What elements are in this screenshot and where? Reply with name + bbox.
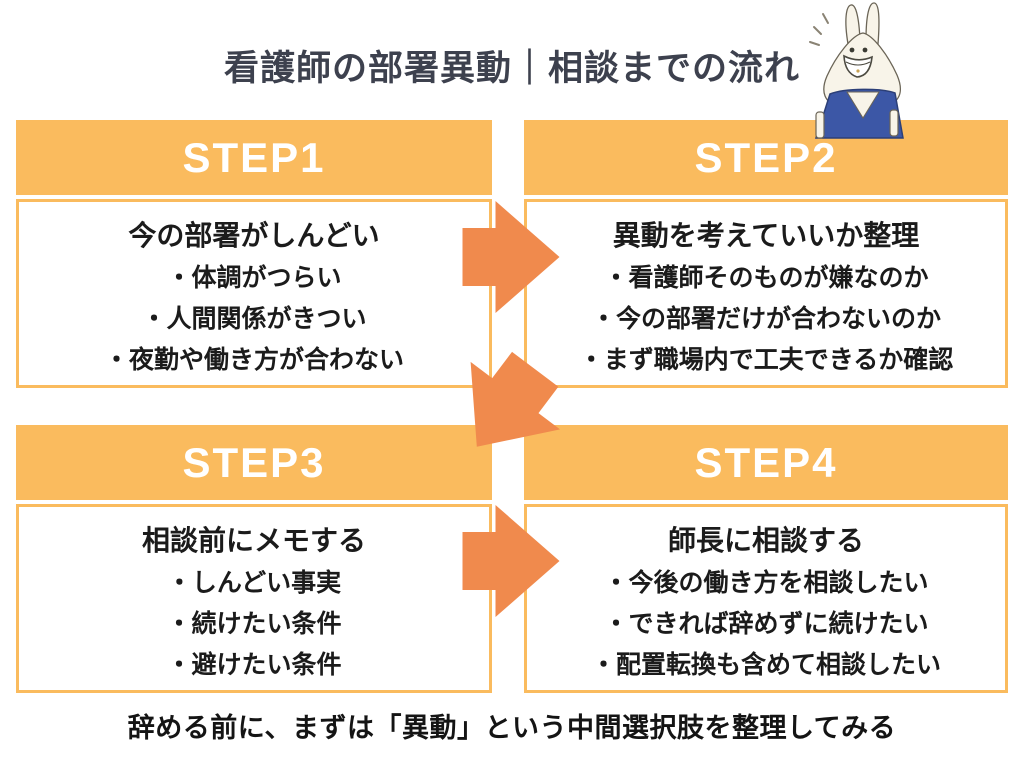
arrow-step3-to-step4-icon bbox=[462, 505, 560, 617]
step4-box: STEP4 師長に相談する ・今後の働き方を相談したい ・できれば辞めずに続けた… bbox=[524, 425, 1008, 693]
step3-box: STEP3 相談前にメモする ・しんどい事実 ・続けたい条件 ・避けたい条件 bbox=[16, 425, 492, 693]
footer-note: 辞める前に、まずは「異動」という中間選択肢を整理してみる bbox=[127, 713, 897, 743]
arrow-step1-to-step2-icon bbox=[462, 201, 560, 313]
step1-body: 今の部署がしんどい ・体調がつらい ・人間関係がきつい ・夜勤や働き方が合わない bbox=[16, 199, 492, 388]
page-title: 看護師の部署異動｜相談までの流れ bbox=[223, 49, 800, 88]
step2-box: STEP2 異動を考えていいか整理 ・看護師そのものが嫌なのか ・今の部署だけが… bbox=[524, 120, 1008, 388]
step2-label: STEP2 bbox=[694, 133, 838, 181]
step3-bullet-3: ・避けたい条件 bbox=[166, 651, 342, 679]
step2-header: STEP2 bbox=[524, 120, 1008, 195]
arrow-step2-to-step3-icon bbox=[436, 338, 576, 478]
step4-label: STEP4 bbox=[694, 438, 838, 486]
step3-bullet-2: ・続けたい条件 bbox=[166, 610, 342, 638]
step2-body: 異動を考えていいか整理 ・看護師そのものが嫌なのか ・今の部署だけが合わないのか… bbox=[524, 199, 1008, 388]
step4-bullet-2: ・できれば辞めずに続けたい bbox=[603, 610, 929, 638]
step4-body: 師長に相談する ・今後の働き方を相談したい ・できれば辞めずに続けたい ・配置転… bbox=[524, 504, 1008, 693]
step1-bullet-1: ・体調がつらい bbox=[166, 264, 342, 292]
step2-bullet-3: ・まず職場内で工夫できるか確認 bbox=[578, 346, 954, 374]
step4-bullet-3: ・配置転換も含めて相談したい bbox=[590, 651, 941, 679]
step3-heading: 相談前にメモする bbox=[141, 525, 366, 556]
step4-header: STEP4 bbox=[524, 425, 1008, 500]
step3-header: STEP3 bbox=[16, 425, 492, 500]
step2-heading: 異動を考えていいか整理 bbox=[612, 220, 920, 251]
step1-heading: 今の部署がしんどい bbox=[128, 220, 380, 251]
step3-body: 相談前にメモする ・しんどい事実 ・続けたい条件 ・避けたい条件 bbox=[16, 504, 492, 693]
step3-bullet-1: ・しんどい事実 bbox=[166, 569, 342, 597]
rabbit-mascot-icon bbox=[809, 2, 904, 139]
step4-heading: 師長に相談する bbox=[667, 525, 864, 556]
step2-bullet-1: ・看護師そのものが嫌なのか bbox=[603, 264, 929, 292]
step1-bullet-2: ・人間関係がきつい bbox=[141, 305, 367, 333]
step1-label: STEP1 bbox=[182, 133, 326, 181]
step1-box: STEP1 今の部署がしんどい ・体調がつらい ・人間関係がきつい ・夜勤や働き… bbox=[16, 120, 492, 388]
step2-bullet-2: ・今の部署だけが合わないのか bbox=[590, 305, 941, 333]
step1-bullet-3: ・夜勤や働き方が合わない bbox=[103, 346, 404, 374]
step1-header: STEP1 bbox=[16, 120, 492, 195]
step3-label: STEP3 bbox=[182, 438, 326, 486]
step4-bullet-1: ・今後の働き方を相談したい bbox=[603, 569, 929, 597]
